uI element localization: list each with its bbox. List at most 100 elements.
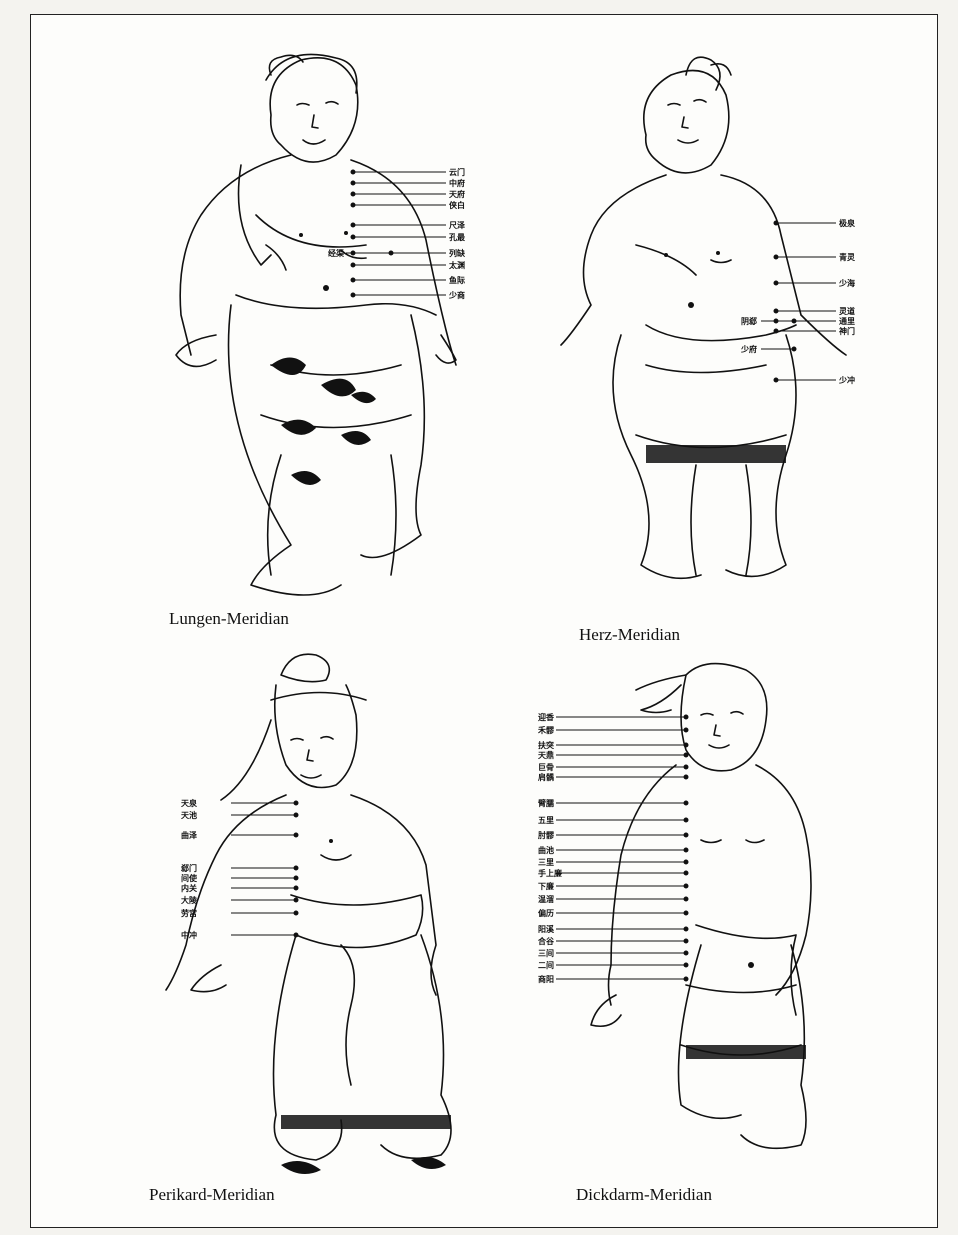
acupoint-marker — [684, 818, 688, 822]
acupoint-marker — [294, 801, 298, 805]
acupoint-label: 曲池 — [538, 845, 554, 855]
acupoint-label: 五里 — [538, 816, 554, 825]
acupoint-marker — [774, 378, 778, 382]
acupoint-marker — [294, 886, 298, 890]
heart-meridian-panel: 极泉青灵少海灵道通里神门少冲阴郄少府 Herz-Meridian — [536, 35, 936, 625]
acupoint-label: 劳宫 — [181, 908, 197, 918]
acupoint-label: 少府 — [740, 344, 757, 354]
large-intestine-meridian-panel: 迎香禾髎扶突天鼎巨骨肩髃臂臑五里肘髎曲池三里手上廉下廉温溜偏历阳溪合谷三间二间商… — [536, 645, 936, 1215]
acupoint-marker — [774, 309, 778, 313]
acupoint-marker — [774, 281, 778, 285]
acupoint-marker — [774, 255, 778, 259]
acupoint-marker — [684, 848, 688, 852]
acupoint-marker — [684, 728, 688, 732]
acupoint-marker — [684, 743, 688, 747]
acupoint-label: 少商 — [448, 290, 465, 300]
acupoint-marker — [684, 963, 688, 967]
acupoint-label: 合谷 — [537, 936, 555, 946]
acupoint-marker — [351, 278, 355, 282]
acupoint-marker — [351, 203, 355, 207]
acupoint-label: 肘髎 — [538, 830, 555, 840]
acupoint-marker — [684, 951, 688, 955]
acupoint-marker — [684, 927, 688, 931]
acupoint-label: 禾髎 — [537, 725, 555, 735]
acupoint-marker — [684, 884, 688, 888]
acupoint-label: 灵道 — [838, 306, 855, 316]
acupoint-label: 天府 — [449, 189, 465, 199]
lung-meridian-panel: 云门中府天府侠白尺泽孔最列缺太渊鱼际少商经渠 Lungen-Meridian — [121, 35, 521, 625]
acupoint-marker — [684, 775, 688, 779]
acupoint-marker — [684, 833, 688, 837]
acupoint-label: 巨骨 — [538, 762, 554, 772]
acupoint-label: 曲泽 — [181, 830, 197, 840]
acupoint-label: 极泉 — [839, 218, 856, 228]
acupoint-label: 内关 — [181, 883, 197, 893]
large-intestine-meridian-caption: Dickdarm-Meridian — [576, 1185, 712, 1205]
acupoint-label: 三间 — [538, 948, 554, 958]
acupoint-label: 天池 — [181, 810, 197, 820]
acupoint-marker — [294, 933, 298, 937]
acupoint-marker — [351, 181, 355, 185]
acupoint-label: 孔最 — [449, 232, 466, 242]
acupoint-label: 太渊 — [448, 260, 465, 270]
acupoint-label: 手上廉 — [538, 868, 562, 878]
lung-meridian-caption: Lungen-Meridian — [169, 609, 289, 629]
acupoint-marker — [684, 911, 688, 915]
acupoint-label: 经渠 — [328, 248, 345, 258]
acupoint-marker — [351, 263, 355, 267]
pericardium-meridian-figure: 天泉天池曲泽郄门间使内关大陵劳宫中冲 — [121, 645, 521, 1215]
acupoint-marker — [294, 833, 298, 837]
acupoint-label: 温溜 — [538, 894, 554, 904]
acupoint-label: 天泉 — [181, 798, 198, 808]
pericardium-meridian-panel: 天泉天池曲泽郄门间使内关大陵劳宫中冲 Perikard-Meridian — [121, 645, 521, 1215]
acupoint-marker — [684, 977, 688, 981]
acupoint-marker — [351, 235, 355, 239]
acupoint-marker — [294, 876, 298, 880]
acupoint-marker — [351, 170, 355, 174]
heart-meridian-caption: Herz-Meridian — [579, 625, 680, 645]
acupoint-label: 下廉 — [538, 881, 554, 891]
acupoint-marker — [351, 293, 355, 297]
acupoint-marker — [351, 223, 355, 227]
acupoint-marker — [684, 765, 688, 769]
acupoint-label: 商阳 — [538, 974, 554, 984]
acupoint-label: 大陵 — [181, 895, 198, 905]
acupoint-marker — [294, 866, 298, 870]
acupoint-marker — [294, 911, 298, 915]
acupoint-label: 迎香 — [538, 712, 555, 722]
acupoint-marker — [351, 192, 355, 196]
acupoint-label: 天鼎 — [538, 750, 554, 760]
acupoint-marker — [774, 329, 778, 333]
pericardium-meridian-caption: Perikard-Meridian — [149, 1185, 275, 1205]
acupoint-label: 尺泽 — [449, 220, 465, 230]
acupoint-marker — [389, 251, 393, 255]
acupoint-marker — [684, 715, 688, 719]
acupoint-label: 中府 — [449, 178, 465, 188]
acupoint-marker — [294, 813, 298, 817]
lung-meridian-figure: 云门中府天府侠白尺泽孔最列缺太渊鱼际少商经渠 — [121, 35, 521, 625]
acupoint-label: 列缺 — [449, 248, 466, 258]
acupoint-label: 通里 — [839, 316, 855, 326]
acupoint-label: 偏历 — [538, 908, 554, 918]
acupoint-marker — [684, 801, 688, 805]
acupoint-marker — [684, 860, 688, 864]
acupoint-marker — [684, 753, 688, 757]
acupoint-label: 扶突 — [538, 740, 554, 750]
acupoint-label: 中冲 — [181, 930, 197, 940]
heart-meridian-figure: 极泉青灵少海灵道通里神门少冲 阴郄少府 — [536, 35, 936, 625]
acupoint-label: 郄门 — [180, 863, 197, 873]
acupoint-marker — [684, 897, 688, 901]
acupoint-marker — [684, 939, 688, 943]
acupoint-label: 神门 — [839, 326, 855, 336]
acupoint-marker — [294, 898, 298, 902]
acupoint-label: 阴郄 — [741, 316, 757, 326]
acupoint-label: 三里 — [538, 858, 554, 867]
acupoint-label: 侠白 — [449, 200, 465, 210]
acupoint-label: 少海 — [838, 278, 855, 288]
acupoint-marker — [684, 871, 688, 875]
acupoint-label: 云门 — [449, 167, 465, 177]
acupoint-label: 青灵 — [839, 252, 856, 262]
acupoint-label: 少冲 — [838, 375, 855, 385]
acupoint-marker — [774, 221, 778, 225]
acupoint-label: 臂臑 — [538, 798, 554, 808]
